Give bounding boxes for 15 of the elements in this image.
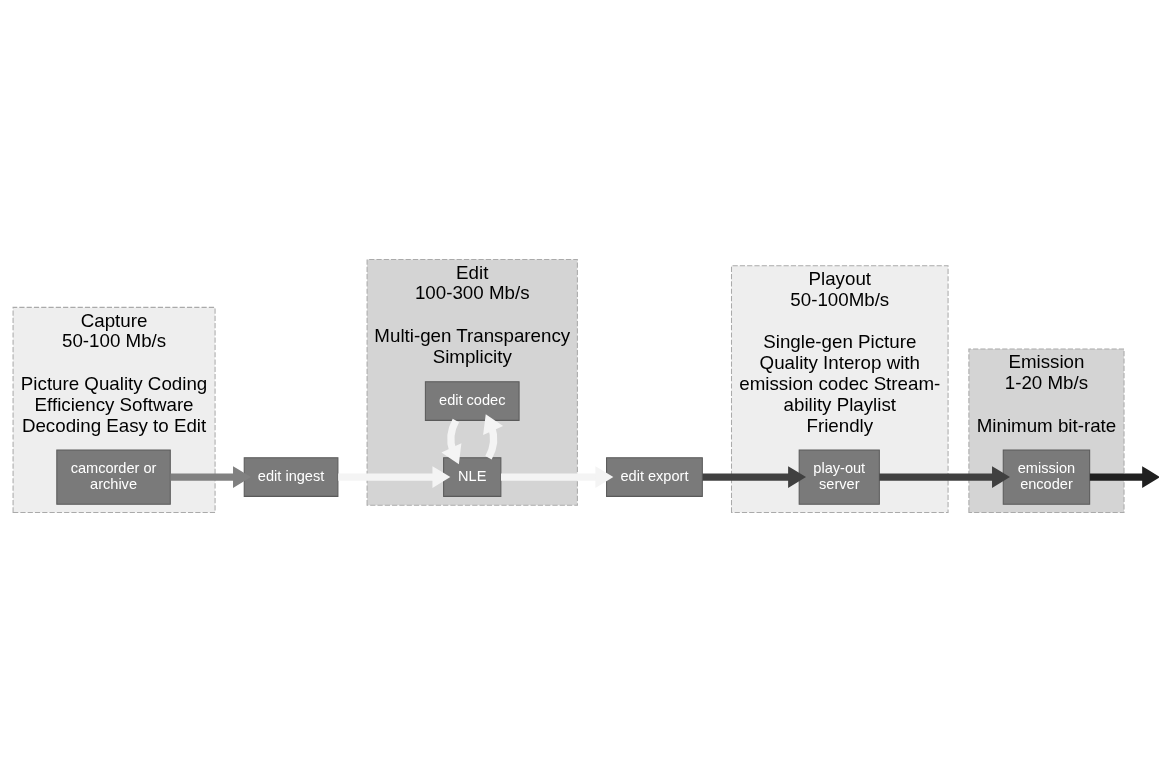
node-box: NLE [443,457,502,497]
arrow [338,466,451,489]
arrow [170,466,251,489]
node-box: camcorder or archive [56,449,171,505]
arrow [879,466,1010,489]
arrow [1089,466,1159,489]
node-box: edit export [606,457,703,497]
arrow [483,414,504,460]
node-box: edit codec [424,381,520,421]
arrow [441,418,462,465]
arrow [501,466,614,489]
node-box: emission encoder [1002,449,1091,505]
arrow [702,466,806,489]
node-box: edit ingest [243,457,339,497]
node-box: play-out server [798,449,880,505]
